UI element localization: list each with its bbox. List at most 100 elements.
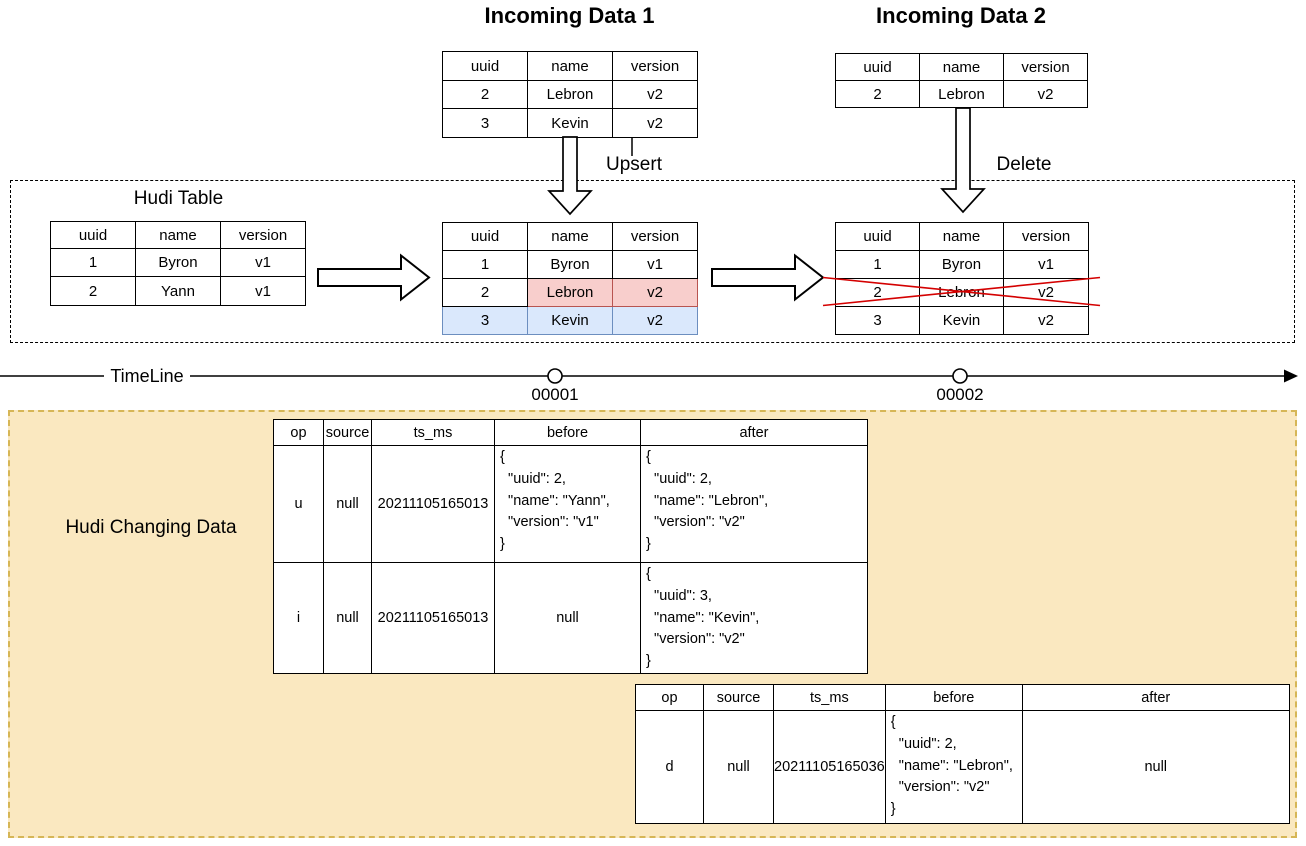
incoming-data-1-table-cell: Kevin	[527, 108, 613, 138]
changelog-table-commit-1-cell: null	[323, 445, 372, 563]
incoming-data-1-table-cell: v2	[612, 108, 698, 138]
hudi-table-after-delete-header-name: name	[919, 222, 1004, 251]
hudi-table-after-upsert-cell: Kevin	[527, 306, 613, 335]
changelog-table-commit-1-cell: null	[494, 562, 641, 674]
changelog-table-commit-2-header-after: after	[1021, 684, 1290, 711]
hudi-table-after-delete-cell: 1	[835, 250, 920, 279]
hudi-table-container	[10, 180, 1295, 343]
hudi-table-after-upsert-cell: 3	[442, 306, 528, 335]
changelog-table-commit-1-header-op: op	[273, 419, 324, 446]
hudi-table-initial-header-name: name	[135, 221, 221, 249]
hudi-table-after-upsert-header-name: name	[527, 222, 613, 251]
incoming-data-2-table-cell: Lebron	[919, 80, 1004, 108]
changelog-table-commit-2-cell: { "uuid": 2, "name": "Lebron", "version"…	[884, 710, 1023, 824]
incoming-data-1-table-header-name: name	[527, 51, 613, 81]
timeline-commit-1-label: 00001	[531, 385, 579, 404]
changelog-table-commit-2-header-source: source	[703, 684, 774, 711]
incoming-data-1-table-cell: Lebron	[527, 80, 613, 109]
hudi-table-after-delete-cell: v2	[1003, 278, 1089, 307]
hudi-table-initial-cell: v1	[220, 276, 306, 306]
incoming-data-2-title: Incoming Data 2	[876, 3, 1046, 28]
timeline-title: TimeLine	[110, 366, 184, 386]
incoming-data-1-table-header-version: version	[612, 51, 698, 81]
hudi-table-after-upsert-header-uuid: uuid	[442, 222, 528, 251]
incoming-data-1-title: Incoming Data 1	[484, 3, 655, 28]
changelog-table-commit-1-header-before: before	[494, 419, 641, 446]
upsert-label: Upsert	[606, 154, 662, 175]
changelog-table-commit-1-header-source: source	[323, 419, 372, 446]
hudi-table-after-upsert-cell: v1	[612, 250, 698, 279]
incoming-data-1-table-cell: v2	[612, 80, 698, 109]
hudi-table-after-delete-cell: 3	[835, 306, 920, 335]
changelog-table-commit-1-header-ts_ms: ts_ms	[371, 419, 495, 446]
incoming-data-2-table-header-name: name	[919, 53, 1004, 81]
hudi-table-after-upsert-cell: 2	[442, 278, 528, 307]
timeline-commit-2-marker	[952, 368, 968, 384]
hudi-table-initial-cell: Yann	[135, 276, 221, 306]
hudi-table-after-delete-cell: Byron	[919, 250, 1004, 279]
incoming-data-1-table-cell: 2	[442, 80, 528, 109]
hudi-table-after-upsert-cell: v2	[612, 306, 698, 335]
hudi-table-initial-cell: 1	[50, 248, 136, 277]
changelog-table-commit-2-header-before: before	[884, 684, 1023, 711]
hudi-table-initial-header-version: version	[220, 221, 306, 249]
changelog-table-commit-1-cell: null	[323, 562, 372, 674]
incoming-data-2-table-cell: v2	[1003, 80, 1088, 108]
changelog-table-commit-1-cell: 20211105165013	[371, 445, 495, 563]
changelog-table-commit-2-cell: null	[1021, 710, 1290, 824]
timeline-commit-1-marker	[547, 368, 563, 384]
timeline-arrowhead	[1284, 369, 1298, 383]
hudi-table-initial-cell: v1	[220, 248, 306, 277]
hudi-table-after-delete-cell: v1	[1003, 250, 1089, 279]
changelog-table-commit-2-cell: d	[635, 710, 704, 824]
hudi-table-after-delete-cell: v2	[1003, 306, 1089, 335]
hudi-table-after-upsert-cell: 1	[442, 250, 528, 279]
hudi-table-after-delete-header-version: version	[1003, 222, 1089, 251]
hudi-table-title: Hudi Table	[133, 188, 224, 209]
changelog-table-commit-1-cell: { "uuid": 2, "name": "Yann", "version": …	[494, 445, 641, 563]
changelog-table-commit-1-cell: 20211105165013	[371, 562, 495, 674]
changelog-table-commit-2-header-op: op	[635, 684, 704, 711]
incoming-data-1-table-header-uuid: uuid	[442, 51, 528, 81]
hudi-table-after-delete-cell: 2	[835, 278, 920, 307]
hudi-table-after-upsert-cell: Byron	[527, 250, 613, 279]
hudi-table-after-delete-cell: Kevin	[919, 306, 1004, 335]
changelog-table-commit-2-header-ts_ms: ts_ms	[773, 684, 886, 711]
hudi-table-after-delete-cell: Lebron	[919, 278, 1004, 307]
hudi-table-initial-cell: Byron	[135, 248, 221, 277]
changelog-table-commit-1-cell: u	[273, 445, 324, 563]
incoming-data-2-table-cell: 2	[835, 80, 920, 108]
hudi-changing-data-title: Hudi Changing Data	[65, 517, 237, 538]
incoming-data-1-table-cell: 3	[442, 108, 528, 138]
changelog-table-commit-1-cell: { "uuid": 2, "name": "Lebron", "version"…	[640, 445, 868, 563]
incoming-data-2-table-header-version: version	[1003, 53, 1088, 81]
changelog-table-commit-1-cell: i	[273, 562, 324, 674]
hudi-table-initial-header-uuid: uuid	[50, 221, 136, 249]
